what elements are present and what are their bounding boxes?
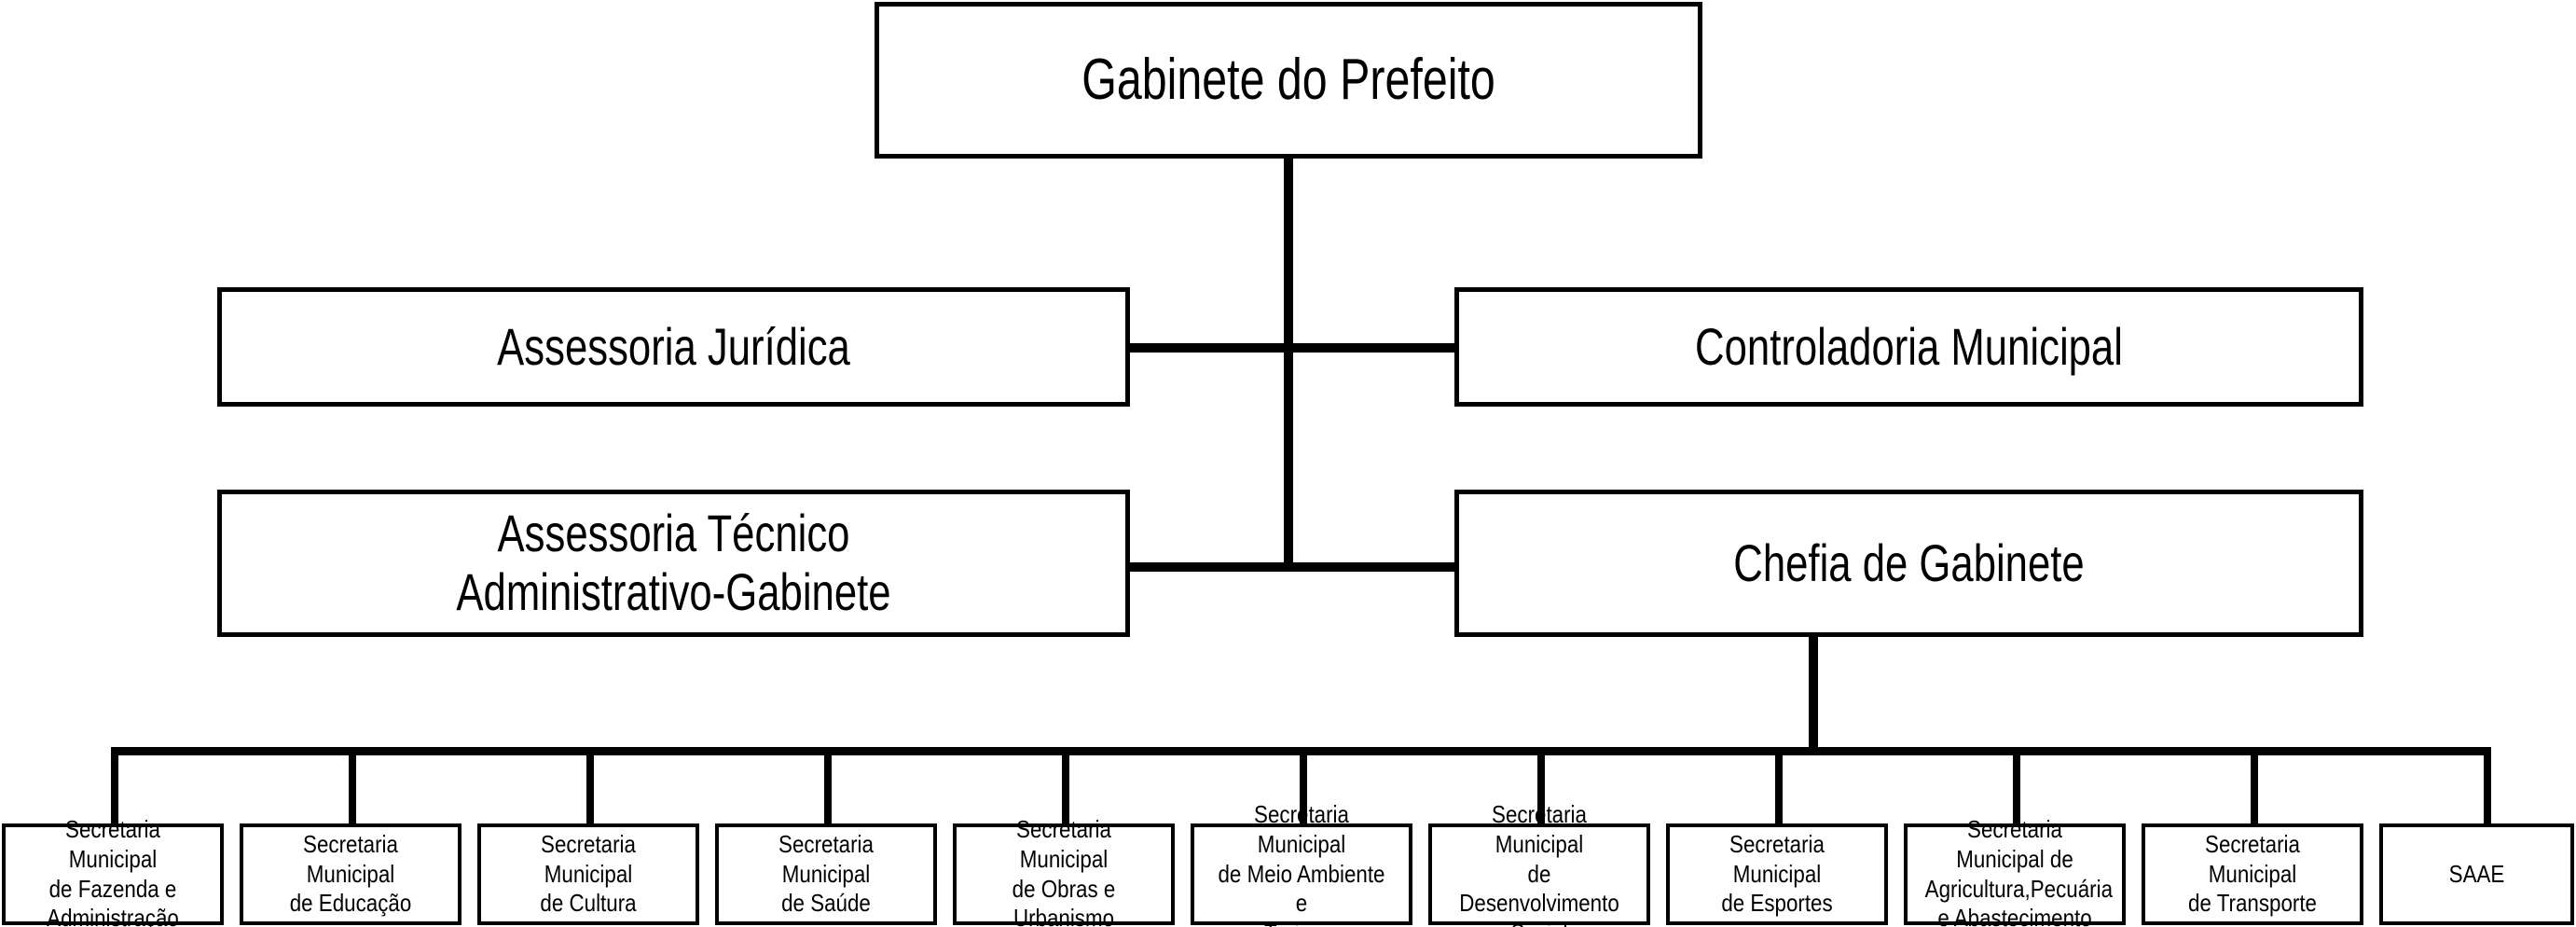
- node-label: Secretaria Municipal de Cultura: [540, 829, 637, 918]
- connector-drop-10: [2251, 747, 2258, 823]
- node-label: Chefia de Gabinete: [1733, 533, 2085, 592]
- node-secretaria-4[interactable]: Secretaria Municipal de Saúde: [715, 823, 937, 925]
- node-secretaria-1[interactable]: Secretaria Municipal de Fazenda e Admini…: [2, 815, 224, 927]
- connector-drop-7: [1537, 747, 1545, 823]
- node-chefia-de-gabinete[interactable]: Chefia de Gabinete: [1454, 490, 2363, 637]
- node-secretaria-9[interactable]: Secretaria Municipal de Agricultura,Pecu…: [1904, 815, 2126, 927]
- connector-tier1-crossbar: [1125, 343, 1459, 353]
- node-label: Assessoria Jurídica: [497, 316, 850, 376]
- connector-drop-2: [349, 747, 356, 823]
- connector-drop-4: [824, 747, 832, 823]
- connector-tier2-crossbar: [1125, 562, 1459, 572]
- node-label: Secretaria Municipal de Transporte: [2188, 829, 2317, 918]
- connector-drop-6: [1300, 747, 1307, 823]
- node-label: Secretaria Municipal de Meio Ambiente e …: [1218, 800, 1385, 927]
- connector-drop-1: [111, 747, 118, 823]
- node-secretaria-11[interactable]: SAAE: [2379, 823, 2574, 925]
- node-gabinete-do-prefeito[interactable]: Gabinete do Prefeito: [875, 2, 1702, 159]
- node-label: Secretaria Municipal de Esportes: [1721, 829, 1833, 918]
- node-label: SAAE: [2448, 859, 2505, 888]
- node-secretaria-10[interactable]: Secretaria Municipal de Transporte: [2142, 823, 2363, 925]
- connector-drop-11: [2484, 747, 2491, 823]
- node-label: Secretaria Municipal de Obras e Urbanism…: [1012, 815, 1116, 927]
- node-label: Secretaria Municipal de Fazenda e Admini…: [47, 815, 179, 927]
- connector-drop-3: [586, 747, 594, 823]
- node-controladoria-municipal[interactable]: Controladoria Municipal: [1454, 287, 2363, 407]
- node-secretaria-2[interactable]: Secretaria Municipal de Educação: [240, 823, 461, 925]
- connector-drop-8: [1775, 747, 1783, 823]
- node-label: Controladoria Municipal: [1695, 316, 2123, 376]
- node-secretaria-3[interactable]: Secretaria Municipal de Cultura: [477, 823, 699, 925]
- node-assessoria-juridica[interactable]: Assessoria Jurídica: [217, 287, 1130, 407]
- connector-chefia-drop: [1809, 635, 1818, 754]
- node-secretaria-5[interactable]: Secretaria Municipal de Obras e Urbanism…: [953, 815, 1175, 927]
- node-assessoria-tecnico-administrativo-gabinete[interactable]: Assessoria Técnico Administrativo-Gabine…: [217, 490, 1130, 637]
- node-secretaria-6[interactable]: Secretaria Municipal de Meio Ambiente e …: [1191, 800, 1412, 927]
- node-label: Gabinete do Prefeito: [1081, 48, 1495, 113]
- node-secretaria-8[interactable]: Secretaria Municipal de Esportes: [1666, 823, 1888, 925]
- node-label: Secretaria Municipal de Educação: [289, 829, 412, 918]
- connector-drop-5: [1062, 747, 1069, 823]
- node-label: Secretaria Municipal de Agricultura,Pecu…: [1924, 815, 2114, 927]
- node-label: Secretaria Municipal de Saúde: [778, 829, 874, 918]
- node-label: Secretaria Municipal de Desenvolvimento …: [1459, 800, 1619, 927]
- connector-drop-9: [2013, 747, 2020, 823]
- connector-root-trunk: [1284, 157, 1293, 572]
- node-secretaria-7[interactable]: Secretaria Municipal de Desenvolvimento …: [1428, 800, 1650, 927]
- node-label: Assessoria Técnico Administrativo-Gabine…: [456, 504, 891, 621]
